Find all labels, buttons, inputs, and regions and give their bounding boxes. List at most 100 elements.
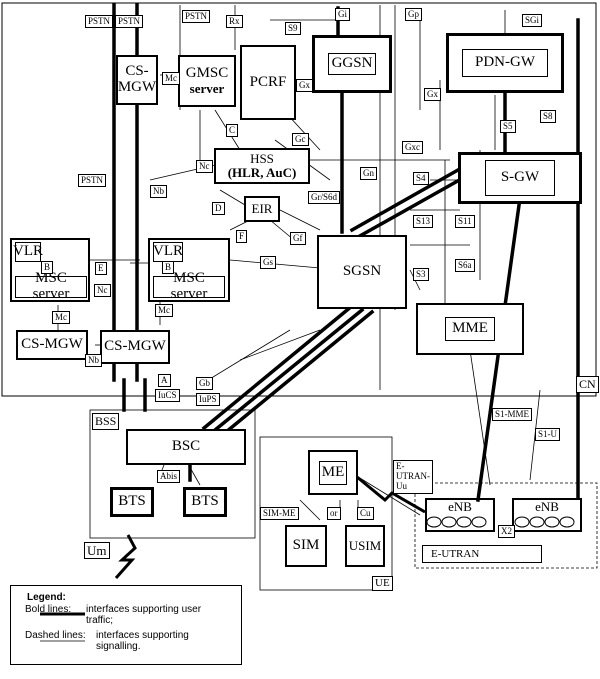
sgi-label: SGi [522, 14, 543, 27]
s3-label: S3 [413, 268, 429, 281]
gp-label: Gp [405, 8, 422, 21]
legend-title: Legend: [27, 592, 66, 603]
sim-me-label: SIM-ME [260, 507, 299, 520]
mme-node: MME [416, 303, 524, 355]
enb-node-2: eNB [512, 498, 582, 532]
cs-mgw-mid-node: CS-MGW [100, 330, 170, 364]
cs-mgw-left-node: CS-MGW [16, 330, 88, 360]
hss-node: HSS (HLR, AuC) [214, 148, 310, 184]
gs-label: Gs [260, 256, 277, 269]
s8-label: S8 [540, 110, 556, 123]
msc-mid-node: VLR MSC server [148, 238, 230, 302]
nc-label-2: Nc [94, 284, 111, 297]
pdn-gw-label: PDN-GW [462, 49, 548, 77]
bss-region-label: BSS [92, 413, 120, 430]
cn-boundary [1, 2, 597, 397]
legend-dashed-desc: interfaces supporting signalling. [96, 630, 189, 652]
pcrf-node: PCRF [240, 45, 296, 120]
eir-node: EIR [244, 196, 280, 222]
me-node: ME [308, 450, 358, 495]
me-label: ME [319, 460, 347, 485]
gn-label: Gn [360, 167, 377, 180]
gc-label: Gc [292, 133, 309, 146]
s6a-label: S6a [455, 259, 475, 272]
a-label: A [158, 374, 171, 387]
b-label-2: B [162, 261, 175, 274]
b-label-1: B [41, 261, 54, 274]
iups-label: IuPS [196, 393, 220, 406]
sim-node: SIM [285, 525, 327, 567]
cu-label: Cu [357, 507, 374, 520]
gi-label: Gi [335, 8, 350, 21]
legend-dashed-label: Dashed lines: [25, 630, 86, 641]
s1-mme-label: S1-MME [492, 408, 533, 421]
mc-label-3: Mc [155, 304, 173, 317]
mc-label-2: Mc [52, 311, 70, 324]
ue-region-label: UE [372, 576, 393, 591]
gr-s6d-label: Gr/S6d [308, 191, 341, 204]
bts-node-2: BTS [183, 487, 227, 517]
gf-label: Gf [290, 232, 306, 245]
vlr-left-label: VLR [13, 242, 43, 262]
nb-label-1: Nb [150, 185, 167, 198]
s13-label: S13 [413, 215, 434, 228]
e-utran-region [414, 482, 598, 569]
um-label: Um [84, 542, 110, 559]
msc-left-node: VLR MSC server [10, 238, 90, 302]
s-gw-label: S-GW [485, 160, 555, 196]
d-label: D [212, 202, 225, 215]
gx-label-1: Gx [296, 79, 313, 92]
pdn-gw-node: PDN-GW [446, 33, 564, 93]
e-utran-uu-label: E- UTRAN- Uu [393, 460, 433, 494]
bsc-node: BSC [126, 429, 246, 465]
gx-label-2: Gx [424, 88, 441, 101]
s9-label: S9 [285, 22, 301, 35]
iucs-label: IuCS [155, 389, 180, 402]
cs-mgw-top-node: CS- MGW [116, 55, 158, 105]
x2-label: X2 [498, 525, 515, 538]
nc-label-1: Nc [196, 160, 213, 173]
pstn-label-2: PSTN [115, 15, 144, 28]
gxc-label: Gxc [402, 141, 423, 154]
mme-label: MME [445, 317, 495, 341]
bss-region [89, 409, 256, 539]
abis-label: Abis [157, 470, 181, 483]
msc-left-label: MSC server [15, 270, 87, 302]
msc-mid-label: MSC server [153, 270, 225, 302]
ggsn-node: GGSN [312, 35, 392, 93]
pstn-label-3: PSTN [182, 10, 211, 23]
gb-label: Gb [196, 377, 213, 390]
s5-label: S5 [500, 120, 516, 133]
usim-node: USIM [345, 525, 385, 567]
cn-region-label: CN [576, 376, 599, 393]
legend-box: Legend: Bold lines: interfaces supportin… [10, 585, 242, 665]
pstn-label-4: PSTN [78, 174, 107, 187]
user-traffic-lines [112, 3, 580, 502]
gmsc-subtitle: server [189, 81, 225, 97]
enb-antennas [426, 516, 575, 528]
s4-label: S4 [413, 172, 429, 185]
vlr-mid-label: VLR [153, 242, 183, 262]
f-label: F [236, 230, 248, 243]
legend-bold-label: Bold lines: [25, 604, 72, 615]
gmsc-server-node: GMSC server [178, 55, 236, 107]
mc-label-1: Mc [162, 72, 180, 85]
ggsn-label: GGSN [328, 53, 376, 75]
e-utran-region-label: E-UTRAN [422, 545, 542, 563]
hss-subtitle: (HLR, AuC) [227, 165, 297, 180]
um-radio-link [114, 534, 137, 579]
e-label: E [95, 262, 107, 275]
nb-label-2: Nb [85, 354, 102, 367]
hss-title: HSS [250, 151, 274, 167]
or-label: or [327, 507, 341, 520]
s1-u-label: S1-U [535, 428, 561, 441]
e-utran-uu-link [356, 475, 426, 514]
sgsn-node: SGSN [317, 235, 407, 309]
gmsc-title: GMSC [185, 65, 229, 82]
bts-node-1: BTS [110, 487, 154, 517]
pstn-label-1: PSTN [85, 15, 114, 28]
s-gw-node: S-GW [458, 152, 582, 204]
s11-label: S11 [455, 215, 475, 228]
enb-node-1: eNB [425, 498, 495, 532]
